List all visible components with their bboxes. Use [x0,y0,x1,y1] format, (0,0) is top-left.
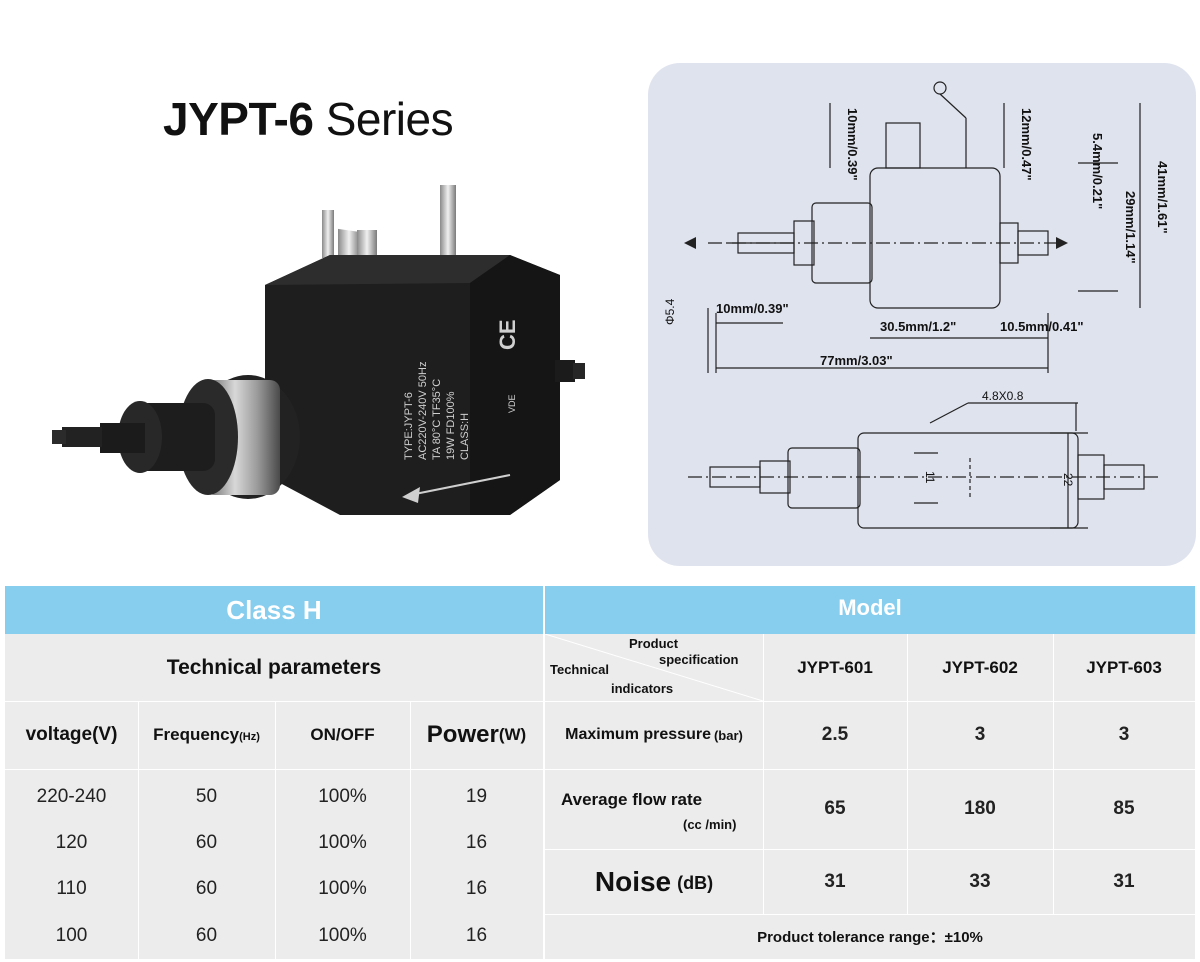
pressure-603: 3 [1118,724,1130,745]
flow-603: 85 [1113,798,1135,819]
flow-601: 65 [824,798,846,819]
row1-onoff: 100% [318,786,367,807]
corner-header: Product specification Technical indicato… [545,634,763,701]
technical-parameters-title: Technical parameters [166,655,382,679]
label-type: TYPE:JYPT-6 [403,392,415,460]
row4-power: 16 [465,924,488,946]
flow-602: 180 [964,798,996,819]
corner-technical: Technical [550,662,610,677]
label-class: CLASS:H [459,413,471,460]
flow-label: Average flow rate [561,790,703,809]
flow-arrow-icon [402,474,511,503]
row1-frequency: 50 [195,786,218,807]
power-header: Power(W) [426,721,527,748]
model-601-header: JYPT-601 [797,657,873,677]
dim-terminal-spacing: 11 [923,471,937,484]
noise-603: 31 [1113,870,1135,892]
model-603-header: JYPT-603 [1086,657,1162,677]
dim-nozzle-length: 10mm/0.39" [716,301,789,316]
dimension-diagram: 10mm/0.39" 12mm/0.47" 5.4mm/0.21" 29mm/1… [648,63,1196,566]
series-title: JYPT-6 Series [163,92,454,146]
flow-unit: (cc /min) [683,817,737,832]
onoff-header: ON/OFF [310,725,375,744]
label-voltage: AC220V-240V 50Hz [417,362,429,460]
dim-earth-height: 12mm/0.47" [1019,108,1034,181]
corner-specification: specification [659,652,739,667]
row1-power: 19 [465,786,488,807]
tolerance-note: Product tolerance range：±10% [757,929,983,946]
series-model: JYPT-6 [163,93,314,145]
vde-mark: VDE [507,394,517,413]
row3-frequency: 60 [195,878,218,899]
class-label: Class H [226,595,322,625]
dim-outlet-length: 10.5mm/0.41" [1000,319,1084,334]
row3-power: 16 [465,878,488,899]
row1-voltage: 220-240 [36,786,107,807]
noise-601: 31 [824,870,846,892]
technical-parameters-table: Technical parameters voltage(V) Frequenc… [5,634,543,959]
frequency-header: Frequency(Hz) [153,725,260,744]
model-602-header: JYPT-602 [942,657,1018,677]
pressure-label: Maximum pressure(bar) [565,726,743,743]
row3-onoff: 100% [318,878,367,899]
row2-voltage: 120 [55,832,88,853]
model-specs-table: Product specification Technical indicato… [545,634,1195,959]
dim-body-width: 22 [1061,473,1075,487]
row3-voltage: 110 [56,878,87,899]
class-band: Class H [5,586,543,634]
ce-mark: CE [495,319,520,350]
row2-onoff: 100% [318,832,367,853]
label-power: 19W FD100% [445,391,457,460]
product-photo: TYPE:JYPT-6 AC220V-240V 50Hz TA 80°C TF3… [40,175,600,550]
voltage-header: voltage(V) [25,724,118,745]
dim-body-height: 29mm/1.14" [1123,191,1138,264]
dim-total-height: 41mm/1.61" [1155,161,1170,234]
dim-nozzle-diameter: Φ5.4 [663,298,677,325]
model-band: Model [545,586,1195,634]
noise-602: 33 [969,870,991,892]
dim-offset: 5.4mm/0.21" [1090,133,1105,209]
dim-terminal-height: 10mm/0.39" [845,108,860,181]
model-label: Model [838,595,902,620]
row2-power: 16 [465,832,488,853]
corner-indicators: indicators [611,681,674,696]
series-suffix: Series [325,93,454,145]
corner-product: Product [629,636,679,651]
label-temp: TA 80°C TF35°C [431,379,443,460]
row4-frequency: 60 [195,924,218,946]
dim-terminal-size: 4.8X0.8 [982,389,1024,403]
pressure-601: 2.5 [821,724,849,745]
row4-voltage: 100 [55,924,88,946]
dim-total-length: 77mm/3.03" [820,353,893,368]
noise-label: Noise(dB) [594,865,714,897]
dim-body-length: 30.5mm/1.2" [880,319,956,334]
pressure-602: 3 [974,724,986,745]
row2-frequency: 60 [195,832,218,853]
row4-onoff: 100% [318,924,367,946]
